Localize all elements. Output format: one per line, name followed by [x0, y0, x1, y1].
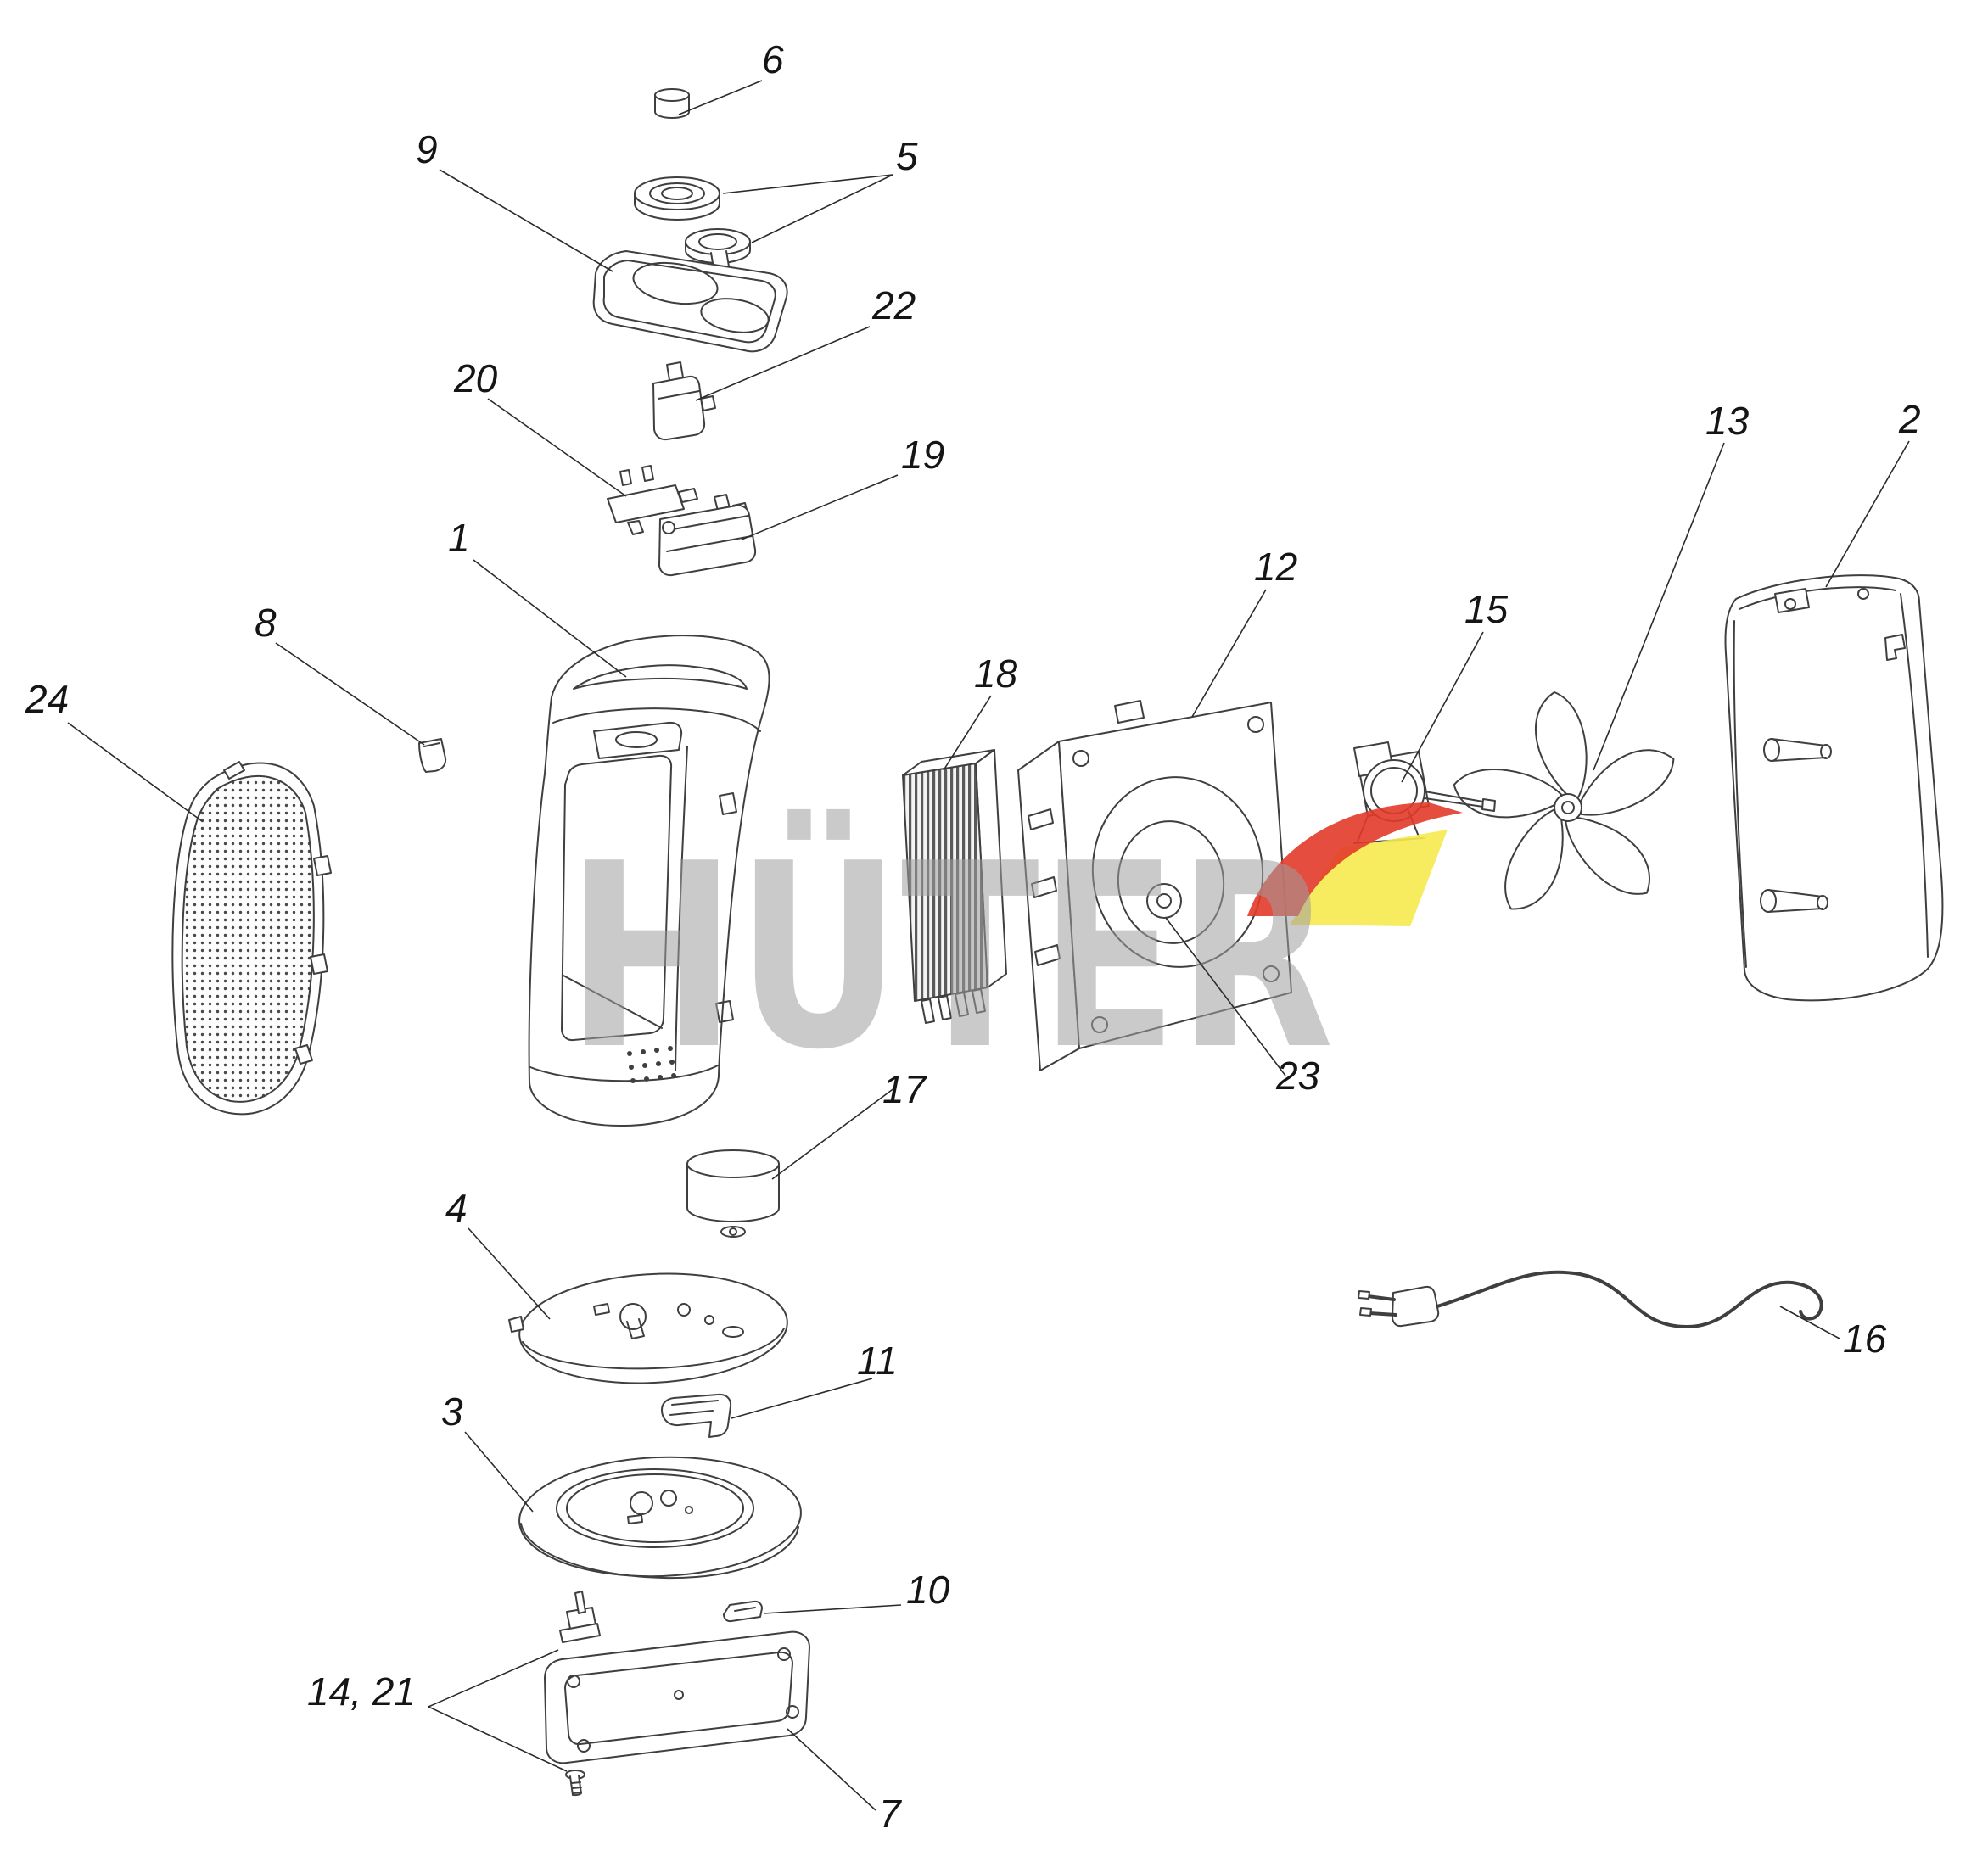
leader-23	[1165, 917, 1286, 1076]
leader-10	[763, 1604, 902, 1614]
leader-4	[468, 1227, 551, 1320]
callout-label-1: 1	[448, 516, 470, 560]
leader-22	[695, 326, 871, 401]
part-24-front-grille	[171, 761, 332, 1116]
part-6-cap	[654, 88, 690, 119]
part-2-rear-housing	[1724, 574, 1944, 1002]
callout-label-2: 2	[1898, 397, 1921, 441]
part-19-thermostat	[658, 494, 757, 577]
leader-13	[1593, 442, 1725, 771]
leader-18	[943, 695, 992, 771]
callout-label-13: 13	[1705, 399, 1750, 443]
flame-red-shape	[1247, 802, 1463, 916]
callout-label-18: 18	[974, 651, 1018, 696]
leader-1	[473, 559, 627, 678]
leader-14a	[428, 1649, 559, 1708]
flame-yellow-shape	[1290, 830, 1448, 926]
callout-label-12: 12	[1254, 545, 1297, 589]
leader-2	[1825, 440, 1910, 588]
callout-label-22: 22	[871, 283, 916, 327]
leader-5b	[751, 174, 893, 243]
callout-label-5: 5	[896, 134, 918, 178]
part-18-heating-element	[902, 749, 1007, 1024]
part-13-fan-impeller	[1447, 691, 1685, 921]
leader-19	[741, 474, 899, 540]
leader-7	[787, 1728, 876, 1811]
callout-label-9: 9	[416, 127, 438, 171]
callout-label-16: 16	[1843, 1317, 1887, 1361]
part-4-base-plate	[508, 1272, 788, 1384]
part-20-bracket	[607, 465, 698, 535]
part-22-switch	[652, 361, 716, 441]
callout-label-3: 3	[441, 1390, 463, 1434]
part-8-clip	[418, 738, 447, 773]
part-1-front-housing	[528, 635, 770, 1127]
callout-label-15: 15	[1464, 587, 1509, 631]
leader-12	[1191, 589, 1267, 718]
leader-lines	[67, 80, 1910, 1811]
callout-label-4: 4	[445, 1186, 468, 1230]
leader-11	[731, 1378, 873, 1419]
part-10-clip-small	[723, 1600, 763, 1623]
leader-17	[771, 1087, 896, 1180]
callout-labels: 6 9 5 22 20 19 1 13 2 8 12 15 24 18 23 1…	[25, 37, 1921, 1836]
leader-8	[275, 642, 425, 746]
leader-9	[439, 169, 613, 272]
part-14-21-screw	[565, 1770, 585, 1797]
callout-label-23: 23	[1275, 1054, 1320, 1098]
leader-20	[487, 398, 627, 497]
leader-6	[678, 80, 763, 115]
part-7-bottom-plate	[544, 1591, 810, 1764]
callout-label-10: 10	[906, 1568, 950, 1612]
part-5-knob-bezels	[634, 176, 751, 279]
callout-label-7: 7	[879, 1792, 902, 1836]
part-12-fan-housing	[1017, 700, 1292, 1071]
part-9-top-cover	[592, 250, 788, 353]
leader-3	[464, 1431, 534, 1513]
part-17-foot-drum	[686, 1149, 780, 1238]
callout-label-19: 19	[901, 433, 944, 477]
part-11-clip	[661, 1393, 732, 1438]
leader-24	[67, 722, 203, 822]
callout-label-20: 20	[453, 356, 498, 400]
callout-label-17: 17	[882, 1067, 927, 1111]
callout-label-8: 8	[255, 601, 277, 645]
watermark-text: HÜTER	[567, 807, 1334, 1105]
callout-label-24: 24	[25, 677, 69, 721]
part-16-power-cord	[1358, 1270, 1823, 1328]
callout-label-14-21: 14, 21	[307, 1669, 416, 1714]
callout-label-11: 11	[857, 1339, 898, 1383]
brand-watermark: HÜTER	[567, 802, 1463, 1105]
callout-label-6: 6	[762, 37, 784, 81]
leader-16	[1779, 1306, 1840, 1339]
leader-15	[1401, 631, 1484, 783]
leader-14b	[428, 1706, 568, 1772]
leader-5a	[722, 174, 893, 194]
part-3-base-housing	[518, 1456, 802, 1580]
